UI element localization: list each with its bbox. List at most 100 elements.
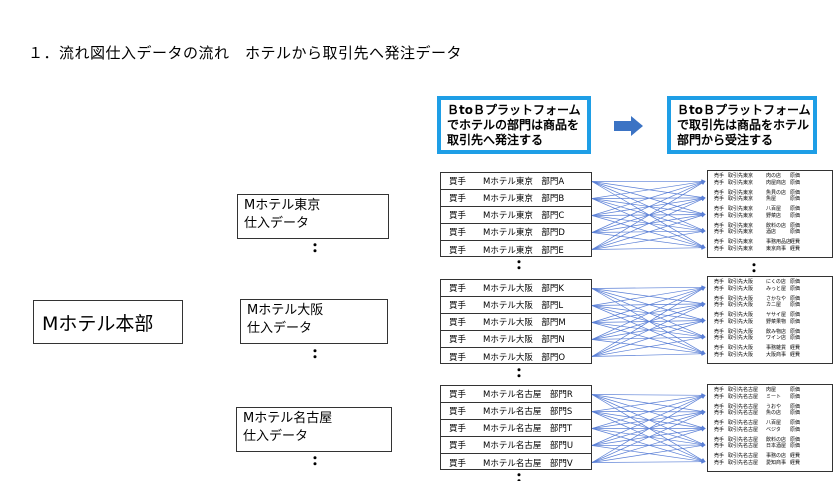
buyer-role: 買手	[449, 390, 467, 400]
connector-line	[591, 286, 706, 340]
supplier-role: 売手	[714, 179, 725, 186]
hotel-subtitle: 仕入データ	[247, 321, 313, 336]
supplier-group: 売手取引先東京魚貝の店原価 売手取引先東京魚屋原価	[708, 190, 832, 207]
supplier-cost: 原価	[790, 426, 801, 433]
buyer-name: Mホテル名古屋 部門U	[483, 441, 574, 451]
supplier-role: 売手	[714, 410, 725, 417]
ellipsis-text: ・ ・	[309, 344, 322, 364]
buyer-name: Mホテル東京 部門B	[483, 194, 565, 204]
buyer-row: 買手 Mホテル大阪 部門O	[441, 348, 591, 365]
supplier-cost: 原価	[790, 196, 801, 203]
buyer-name: Mホテル大阪 部門O	[483, 352, 566, 363]
supplier-cost: 原価	[790, 295, 801, 302]
supplier-group: 売手取引先名古屋事務の店経費 売手取引先名古屋愛知商事経費	[708, 453, 832, 470]
supplier-area: 取引先名古屋	[728, 403, 759, 410]
supplier-line: 売手取引先大阪大阪商事経費	[714, 352, 832, 359]
supplier-list-nagoya: 売手取引先名古屋肉屋原価 売手取引先名古屋ミート原価 売手取引先名古屋うおや原価…	[707, 384, 833, 472]
supplier-role: 売手	[714, 345, 725, 352]
supplier-shop: 事務用品店	[766, 239, 792, 246]
supplier-role: 売手	[714, 387, 725, 393]
supplier-cost: 原価	[790, 212, 801, 219]
supplier-cost: 原価	[790, 328, 801, 335]
supplier-line: 売手取引先東京野菜店原価	[714, 213, 832, 220]
supplier-area: 取引先名古屋	[728, 453, 759, 460]
supplier-cost: 原価	[790, 436, 801, 443]
supplier-group: 売手取引先大阪飲み物店原価 売手取引先大阪ワイン店原価	[708, 329, 832, 346]
supplier-shop: 八百屋	[766, 420, 782, 427]
buyer-role: 買手	[449, 424, 467, 434]
supplier-shop: 酒店	[766, 229, 777, 236]
supplier-role: 売手	[714, 189, 725, 196]
ellipsis: ・ ・	[309, 452, 321, 470]
ellipsis-text: ・ ・	[513, 363, 526, 383]
buyer-role: 買手	[449, 318, 467, 328]
connector-line	[591, 393, 706, 398]
hotel-box-tokyo: Mホテル東京 仕入データ	[237, 194, 389, 239]
connector-line	[591, 394, 706, 463]
buyer-name: Mホテル名古屋 部門S	[483, 407, 573, 417]
supplier-cost: 原価	[790, 279, 801, 285]
supplier-role: 売手	[714, 212, 725, 219]
supplier-shop: 日本酒屋	[766, 443, 787, 450]
supplier-role: 売手	[714, 328, 725, 335]
supplier-area: 取引先東京	[728, 189, 754, 196]
supplier-role: 売手	[714, 229, 725, 236]
supplier-list-tokyo: 売手取引先東京肉の店原価 売手取引先東京肉屋商店原価 売手取引先東京魚貝の店原価…	[707, 170, 833, 258]
supplier-cost: 原価	[790, 173, 801, 179]
supplier-shop: みっと屋	[766, 285, 787, 292]
ellipsis: ・ ・	[309, 345, 321, 363]
buyer-role: 買手	[449, 335, 467, 345]
supplier-role: 売手	[714, 285, 725, 292]
connector-line	[591, 180, 706, 233]
supplier-role: 売手	[714, 206, 725, 213]
supplier-role: 売手	[714, 443, 725, 450]
callout-line: 取引先へ発注する	[447, 133, 544, 147]
buyer-name: Mホテル東京 部門D	[483, 228, 565, 238]
supplier-shop: 愛知商事	[766, 459, 787, 466]
supplier-area: 取引先名古屋	[728, 436, 759, 443]
connector-line	[591, 285, 706, 306]
supplier-cost: 原価	[790, 335, 801, 342]
supplier-shop: 魚貝の店	[766, 189, 787, 196]
supplier-area: 取引先東京	[728, 206, 754, 213]
supplier-line: 売手取引先名古屋日本酒屋原価	[714, 443, 832, 450]
supplier-line: 売手取引先大阪飲み物店原価	[714, 329, 832, 336]
supplier-shop: ミート	[766, 393, 782, 400]
hotel-subtitle: 仕入データ	[244, 216, 310, 231]
supplier-line: 売手取引先名古屋ミート原価	[714, 394, 832, 401]
buyer-name: Mホテル名古屋 部門V	[483, 458, 573, 469]
supplier-area: 取引先大阪	[728, 279, 754, 285]
supplier-area: 取引先東京	[728, 222, 754, 229]
supplier-group: 売手取引先大阪さかなや原価 売手取引先大阪カニ屋原価	[708, 296, 832, 313]
supplier-line: 売手取引先東京東京商事経費	[714, 246, 832, 253]
connector-line	[591, 443, 706, 463]
supplier-cost: 原価	[790, 206, 801, 213]
hq-label: Mホテル本部	[42, 312, 154, 335]
supplier-area: 取引先名古屋	[728, 410, 759, 417]
connector-line	[591, 286, 706, 323]
buyer-role: 買手	[449, 352, 467, 363]
supplier-line: 売手取引先東京八百屋原価	[714, 206, 832, 213]
supplier-area: 取引先名古屋	[728, 426, 759, 433]
connector-line	[591, 197, 706, 250]
supplier-role: 売手	[714, 403, 725, 410]
supplier-area: 取引先名古屋	[728, 459, 759, 466]
supplier-shop: 事務の店	[766, 453, 787, 460]
supplier-shop: 飲料の店	[766, 436, 787, 443]
buyer-name: Mホテル東京 部門A	[483, 177, 565, 187]
buyer-name: Mホテル大阪 部門K	[483, 284, 564, 294]
connector-line	[591, 351, 706, 357]
supplier-group: 売手取引先東京事務用品店経費 売手取引先東京東京商事経費	[708, 239, 832, 256]
connector-line	[591, 213, 706, 250]
connector-line	[591, 427, 706, 463]
supplier-group: 売手取引先名古屋肉屋原価 売手取引先名古屋ミート原価	[708, 387, 832, 404]
supplier-cost: 原価	[790, 189, 801, 196]
supplier-area: 取引先名古屋	[728, 393, 759, 400]
supplier-group: 売手取引先大阪にくの店原価 売手取引先大阪みっと屋原価	[708, 279, 832, 296]
